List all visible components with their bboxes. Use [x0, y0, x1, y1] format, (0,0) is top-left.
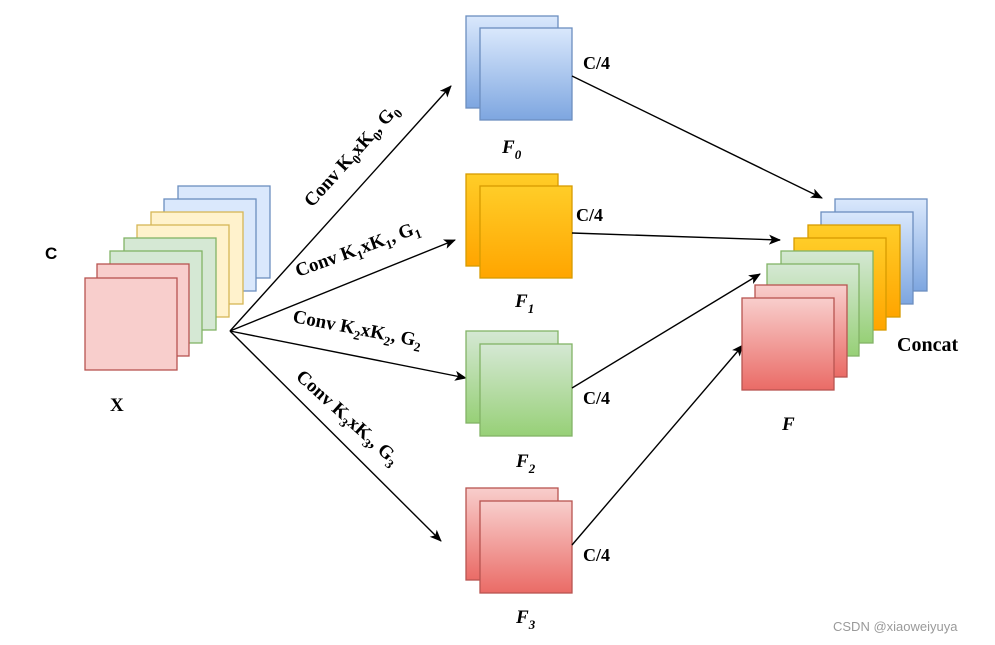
input-name-label: X [110, 395, 124, 416]
feature-f3-label: F3 [515, 607, 536, 632]
channels-f1-label: C/4 [576, 205, 603, 225]
feature-f2-stack [465, 330, 573, 437]
input-sheet-red-2 [84, 277, 178, 371]
output-concat-label: Concat [897, 334, 958, 356]
feature-f3-sheet-front [479, 500, 573, 594]
conv-label-1: Conv K1xK1, G1 [293, 217, 424, 284]
input-tensor-stack [84, 185, 271, 371]
conv-label-3: Conv K3xK3, G3 [290, 366, 404, 472]
arrow-f3-to-concat [571, 344, 744, 546]
output-tensor-stack [741, 198, 928, 391]
feature-f0-stack [465, 15, 573, 121]
output-sheet-red-2 [741, 297, 835, 391]
channels-f3-label: C/4 [583, 545, 610, 565]
feature-f1-sheet-front [479, 185, 573, 279]
arrow-x-to-f2 [229, 330, 467, 381]
channels-f2-label: C/4 [583, 388, 610, 408]
arrow-x-to-f0 [229, 85, 452, 332]
output-name-label: F [781, 414, 795, 435]
arrow-x-to-f3 [229, 330, 442, 542]
feature-f3-stack [465, 487, 573, 594]
channels-f0-label: C/4 [583, 53, 610, 73]
watermark: CSDN @xiaoweiyuya [833, 619, 958, 634]
arrow-f1-to-concat [571, 232, 781, 245]
arrow-f2-to-concat [571, 273, 761, 389]
arrow-x-to-f1 [229, 239, 456, 332]
input-channel-label: C [45, 244, 57, 263]
feature-f0-label: F0 [501, 137, 522, 162]
arrow-f0-to-concat [571, 75, 823, 199]
feature-f2-label: F2 [515, 451, 536, 476]
conv-label-0: Conv K0xK0, G0 [300, 100, 405, 213]
feature-f1-stack [465, 173, 573, 279]
feature-f2-sheet-front [479, 343, 573, 437]
feature-f0-sheet-front [479, 27, 573, 121]
feature-f1-label: F1 [514, 291, 534, 316]
